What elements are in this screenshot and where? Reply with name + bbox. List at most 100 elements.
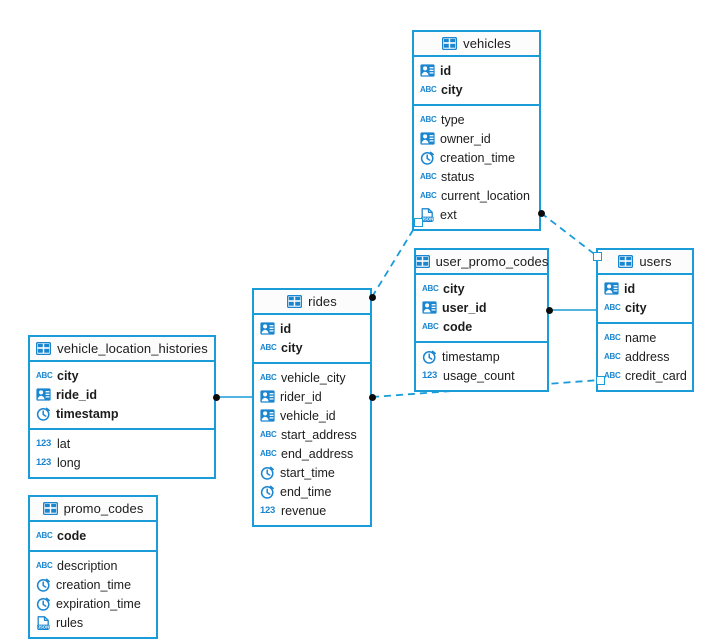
abc-icon: ABC [260,429,277,439]
table-header[interactable]: vehicles [414,32,539,57]
key-id-icon [604,282,619,295]
field-row[interactable]: id [598,279,692,298]
edge-endpoint-dot-vehicle_location_histories-to-rides-start [212,393,220,401]
field-row[interactable]: ride_id [30,385,214,404]
field-row[interactable]: ABC code [416,317,547,336]
field-row[interactable]: id [414,61,539,80]
field-row[interactable]: vehicle_id [254,406,370,425]
clock-icon [420,151,435,165]
field-row[interactable]: JSON ext [414,205,539,224]
abc-icon: ABC [260,448,277,458]
json-icon: JSON [420,207,435,222]
table-header[interactable]: promo_codes [30,497,156,522]
field-name: user_id [442,300,487,315]
table-icon [442,37,458,50]
table-icon [42,502,58,515]
relationship-edge-vehicles-to-users[interactable] [540,212,598,257]
table-header[interactable]: users [598,250,692,275]
field-name: ext [440,207,457,222]
svg-text:JSON: JSON [422,216,433,221]
field-name: rules [56,615,84,630]
field-row[interactable]: user_id [416,298,547,317]
field-name: ride_id [56,387,97,402]
field-name: credit_card [625,368,687,383]
clock-icon [260,466,275,480]
field-row[interactable]: timestamp [416,347,547,366]
field-row[interactable]: creation_time [414,148,539,167]
edge-endpoint-dot-vehicles-to-users-start [537,209,545,217]
field-row[interactable]: owner_id [414,129,539,148]
abc-icon: ABC [604,332,621,342]
field-row[interactable]: creation_time [30,575,156,594]
abc-icon: ABC [36,530,53,540]
abc-icon: ABC [420,114,437,124]
abc-icon: ABC [420,171,437,181]
key-id-icon [36,388,51,401]
field-name: start_time [280,465,335,480]
number-icon: 123 [260,504,275,516]
field-row[interactable]: rider_id [254,387,370,406]
field-name: city [443,281,465,296]
field-name: city [441,82,463,97]
relationship-edge-rides-to-vehicles[interactable] [371,221,419,298]
table-header[interactable]: rides [254,290,370,315]
clock-icon [36,597,51,611]
table-name: vehicle_location_histories [57,341,208,356]
field-row[interactable]: end_time [254,482,370,501]
key-id-icon [260,390,275,403]
edge-endpoint-square-vehicles-to-users-end [592,251,602,261]
number-icon: 123 [36,437,51,449]
table-header[interactable]: user_promo_codes [414,250,548,275]
key-id-icon [420,64,435,77]
table-header[interactable]: vehicle_location_histories [30,337,214,362]
abc-icon: ABC [420,84,437,94]
edge-endpoint-dot-rides-to-users-start [368,393,376,401]
abc-icon: ABC [422,321,439,331]
field-row[interactable]: ABC city [414,80,539,99]
abc-icon: ABC [260,372,277,382]
field-row[interactable]: expiration_time [30,594,156,613]
table-icon [36,342,52,355]
field-name: usage_count [443,368,515,383]
field-name: city [57,368,79,383]
table-name: vehicles [463,36,511,51]
clock-icon [36,407,51,421]
field-row[interactable]: start_time [254,463,370,482]
field-name: code [443,319,473,334]
field-name: creation_time [440,150,516,165]
field-row[interactable]: id [254,319,370,338]
field-name: timestamp [442,349,500,364]
field-row[interactable]: timestamp [30,404,214,423]
key-id-icon [420,132,435,145]
